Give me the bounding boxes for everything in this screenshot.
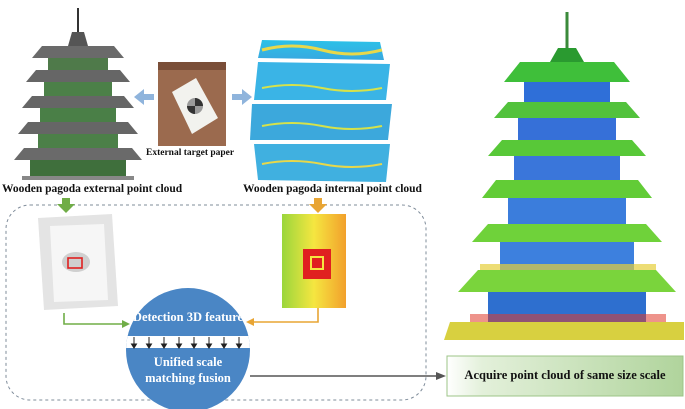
arrow-down-green [57, 198, 75, 213]
output-box [446, 355, 684, 397]
connector-internal [254, 308, 319, 323]
process-circle [126, 288, 250, 409]
internal-target-detail [282, 214, 346, 308]
arrow-down-orange [309, 198, 327, 213]
detection-label: Detection 3D feature [132, 310, 244, 324]
external-cloud-label: Wooden pagoda external point cloud [2, 183, 183, 195]
arrow-to-external [134, 89, 154, 105]
internal-cloud-label: Wooden pagoda internal point cloud [243, 183, 422, 195]
colored-pagoda-point-cloud [444, 12, 684, 340]
internal-point-cloud-image [250, 40, 392, 182]
process-frame [5, 204, 427, 401]
external-target-detail [38, 214, 118, 310]
external-target-photo [158, 62, 226, 146]
fusion-label-line2: matching fusion [145, 371, 231, 385]
external-pagoda-image [14, 8, 142, 180]
arrow-to-internal [232, 89, 252, 105]
external-target-label: External target paper [146, 148, 235, 158]
fusion-label-line1: Unified scale [153, 355, 223, 369]
output-label: Acquire point cloud of same size scale [464, 368, 666, 382]
connector-external [63, 313, 122, 325]
